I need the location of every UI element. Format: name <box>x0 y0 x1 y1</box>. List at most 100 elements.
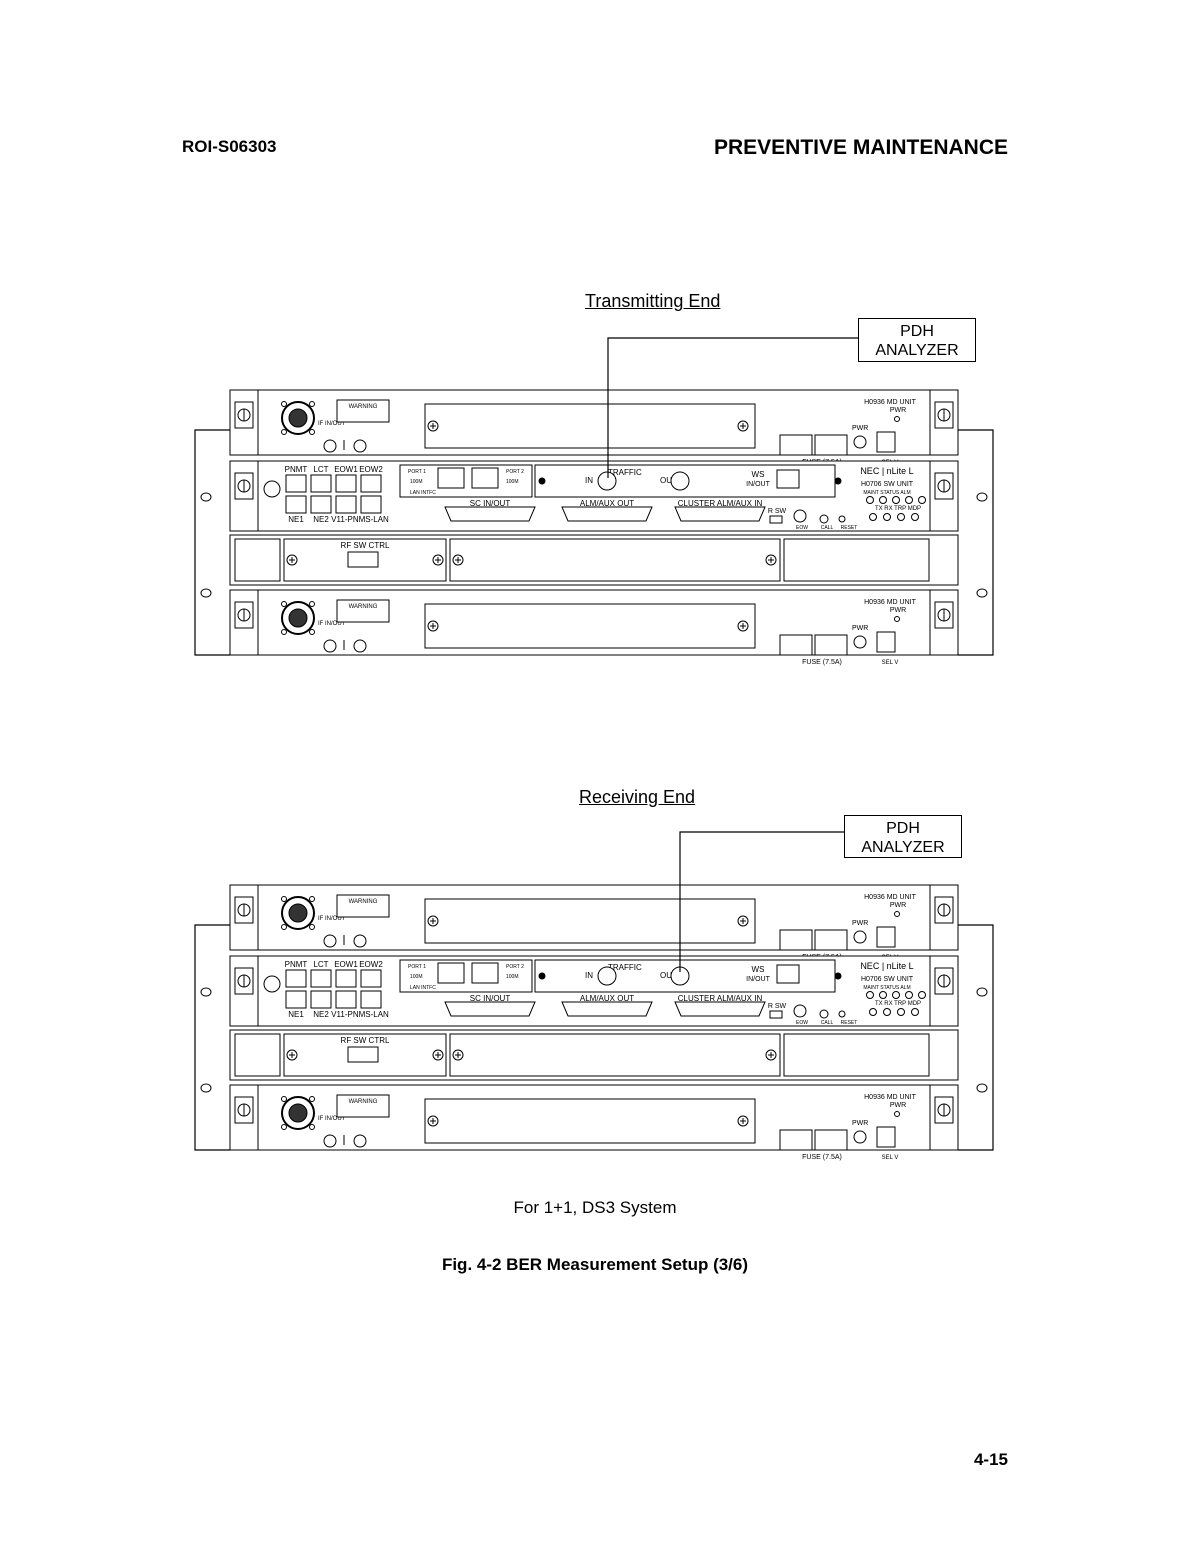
rack-mount-hole <box>200 1083 212 1093</box>
alarm-led <box>911 513 919 521</box>
port-label-bottom: NE1 <box>288 1010 304 1019</box>
ground-terminal <box>323 439 337 453</box>
sw-unit-model-label: H0706 SW UNIT <box>861 481 914 488</box>
rj-port <box>285 969 307 988</box>
if-bolt <box>281 924 287 930</box>
pdh-analyzer-receive: PDH ANALYZER <box>844 815 962 858</box>
reset-label: RESET <box>841 525 858 531</box>
if-bolt <box>309 429 315 435</box>
if-bolt <box>281 629 287 635</box>
traffic-in-port <box>597 471 617 491</box>
if-bolt <box>309 1124 315 1130</box>
blank-plate <box>424 603 756 649</box>
connector-label: SC IN/OUT <box>470 499 511 508</box>
rf-blank-middle <box>449 538 781 582</box>
status-led <box>892 991 900 999</box>
md-unit-model-label: H0936 MD UNIT <box>864 599 916 606</box>
ground-terminal <box>323 1134 337 1148</box>
analyzer-line-1: PDH <box>900 323 934 340</box>
lan-intfc-module <box>399 464 533 498</box>
sel-v-label: SEL V <box>882 1155 899 1161</box>
status-labels: MAINT STATUS ALM <box>863 985 910 991</box>
rf-sw-ctrl-module <box>283 538 447 582</box>
warning-text: WARNING <box>349 899 378 905</box>
rf-blank-middle <box>449 1033 781 1077</box>
fuse-label: FUSE (7.5A) <box>802 659 842 666</box>
rf-sw-ctrl-connector <box>347 1046 379 1063</box>
sel-v-socket <box>876 431 896 453</box>
rack-ear-left <box>194 924 230 1151</box>
module-screw <box>834 477 842 485</box>
blank-plate <box>424 898 756 944</box>
traffic-label: TRAFFIC <box>608 468 642 477</box>
if-bolt <box>309 629 315 635</box>
port-label-top: PNMT <box>285 465 308 474</box>
status-led <box>879 496 887 504</box>
status-led <box>866 496 874 504</box>
if-connector-inner <box>288 408 308 428</box>
fuse-holder <box>779 634 813 656</box>
fuse-label: FUSE (7.5A) <box>802 1154 842 1161</box>
sel-v-socket <box>876 631 896 653</box>
rack-mount-hole <box>976 987 988 997</box>
ground-terminal <box>323 934 337 948</box>
if-connector-inner <box>288 608 308 628</box>
d-sub-connector <box>674 1001 766 1017</box>
rj-port <box>285 990 307 1009</box>
status-led <box>879 991 887 999</box>
rj-port <box>310 495 332 514</box>
speed-label-2: 100M <box>506 974 519 980</box>
warning-label <box>336 1094 390 1118</box>
if-port-label: IF IN/OUT <box>318 621 346 627</box>
traffic-out-port <box>670 471 690 491</box>
ws-label: WS <box>752 965 765 974</box>
receiving-end-label: Receiving End <box>579 787 696 807</box>
ground-terminal <box>263 975 281 993</box>
pwr-switch-label: PWR <box>852 425 868 432</box>
eow-jack <box>793 1004 807 1018</box>
pwr-switch-label: PWR <box>852 1120 868 1127</box>
lan-port-2 <box>471 962 499 984</box>
if-bolt <box>309 1096 315 1102</box>
port-label-top: EOW2 <box>359 465 383 474</box>
ws-label: WS <box>752 470 765 479</box>
port-label-top: PNMT <box>285 960 308 969</box>
ground-terminal <box>353 439 367 453</box>
if-bolt <box>309 924 315 930</box>
status-led <box>905 496 913 504</box>
lan-port-1 <box>437 467 465 489</box>
rf-sw-ctrl-label: RF SW CTRL <box>341 541 390 550</box>
blank-plate <box>424 1098 756 1144</box>
fuse-holder <box>779 1129 813 1151</box>
ground-terminal <box>353 1134 367 1148</box>
rack-mount-hole <box>200 987 212 997</box>
port-label-bottom: NE2 <box>313 1010 329 1019</box>
if-bolt <box>281 1124 287 1130</box>
speed-label-2: 100M <box>506 479 519 485</box>
sel-v-label: SEL V <box>882 660 899 666</box>
analyzer-line-1: PDH <box>886 820 920 837</box>
warning-label <box>336 599 390 623</box>
rack-mount-hole <box>200 492 212 502</box>
alarm-led <box>869 1008 877 1016</box>
rack-mount-hole <box>976 1083 988 1093</box>
md-pwr-led <box>894 416 900 422</box>
rf-blank-right <box>783 538 930 582</box>
traffic-in-port <box>597 966 617 986</box>
eow-label: EOW <box>796 1020 808 1026</box>
rf-blank-right <box>783 1033 930 1077</box>
rj-port <box>360 495 382 514</box>
ground-terminal <box>353 934 367 948</box>
pwr-switch <box>853 930 867 944</box>
ground-terminal <box>263 480 281 498</box>
led-labels: TX RX TRP MDP <box>875 506 921 512</box>
brand-label: NEC | nLite L <box>860 961 913 971</box>
rack-mount-hole <box>976 588 988 598</box>
rack-ear-right <box>958 429 994 656</box>
port2-label: PORT 2 <box>506 964 524 970</box>
ground-terminal <box>353 639 367 653</box>
reset-label: RESET <box>841 1020 858 1026</box>
page-number: 4-15 <box>973 1450 1008 1469</box>
rf-sw-ctrl-connector <box>347 551 379 568</box>
